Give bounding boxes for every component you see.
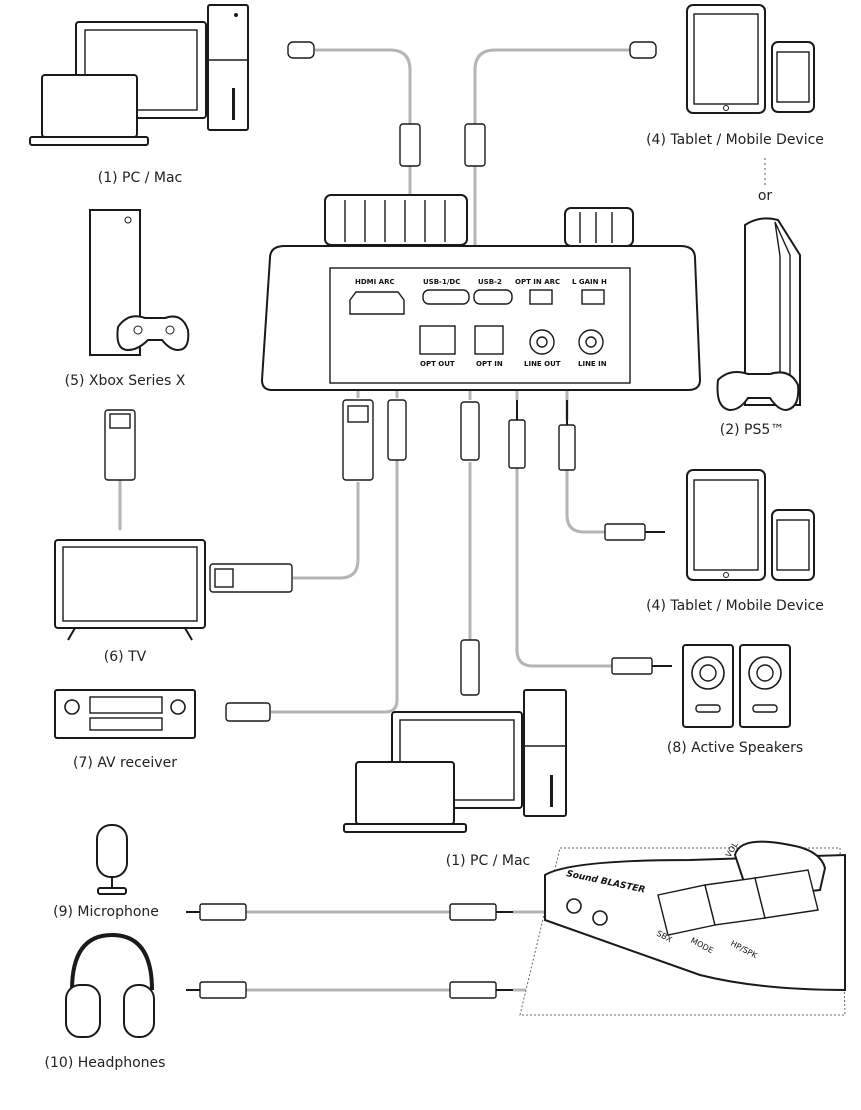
usb1-port (422, 289, 470, 305)
tv-illustration (54, 539, 206, 641)
cables (118, 48, 630, 992)
hdmi-arc-port (349, 291, 405, 315)
label-or: or (757, 188, 773, 204)
label-ps5: (2) PS5™ (719, 422, 785, 438)
sound-blaster-unit (260, 194, 702, 391)
tablet-mid-illustration (686, 469, 815, 581)
gain-switch (581, 289, 605, 305)
opt-in-port (474, 325, 504, 355)
port-usb1: USB-1/DC (423, 278, 460, 286)
front-panel-zoom (519, 840, 846, 1016)
port-opt-in: OPT IN (476, 360, 503, 368)
label-tablet-mid: (4) Tablet / Mobile Device (646, 598, 824, 614)
label-pc-mac-top: (1) PC / Mac (97, 170, 183, 186)
label-pc-mac-bottom: (1) PC / Mac (445, 853, 531, 869)
microphone-illustration (96, 824, 128, 895)
ps5-illustration (716, 217, 801, 412)
pc-mac-bottom-illustration (343, 689, 567, 833)
label-headphones: (10) Headphones (44, 1055, 166, 1071)
port-usb2: USB-2 (478, 278, 502, 286)
label-tablet-top: (4) Tablet / Mobile Device (646, 132, 824, 148)
label-active-speakers: (8) Active Speakers (666, 740, 804, 756)
port-opt-in-arc: OPT IN ARC (515, 278, 560, 286)
port-hdmi-arc: HDMI ARC (355, 278, 395, 286)
usb2-port (473, 289, 513, 305)
arc-switch (529, 289, 553, 305)
headphones-illustration (65, 932, 155, 1038)
label-av-receiver: (7) AV receiver (73, 755, 177, 771)
big-knob (324, 194, 468, 246)
port-line-in: LINE IN (578, 360, 607, 368)
plugs (104, 41, 672, 999)
av-receiver-illustration (54, 689, 196, 739)
label-microphone: (9) Microphone (53, 904, 159, 920)
label-xbox: (5) Xbox Series X (64, 373, 186, 389)
tablet-top-illustration (686, 4, 815, 114)
opt-out-port (419, 325, 456, 355)
speakers-illustration (682, 644, 791, 728)
port-opt-out: OPT OUT (420, 360, 455, 368)
xbox-illustration (89, 209, 190, 356)
small-knob (564, 207, 634, 247)
port-line-out: LINE OUT (524, 360, 561, 368)
label-tv: (6) TV (103, 649, 147, 665)
port-gain: L GAIN H (572, 278, 607, 286)
pc-mac-top-illustration (29, 4, 249, 146)
